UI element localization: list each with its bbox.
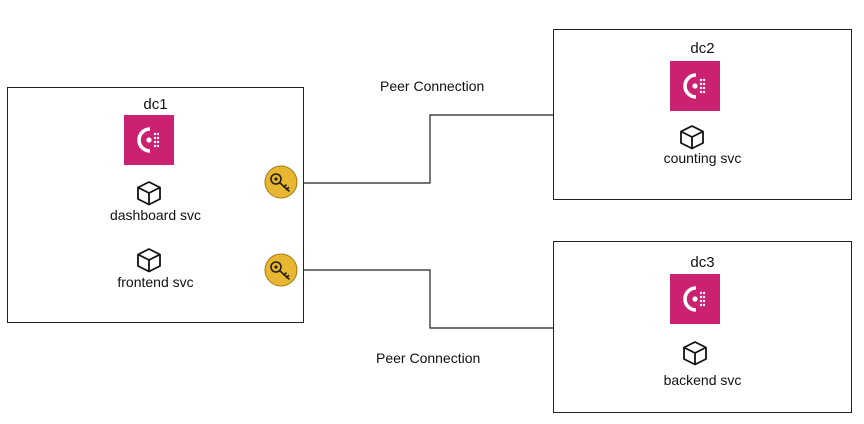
key-icon [264, 253, 298, 287]
consul-logo-icon [124, 115, 174, 165]
datacenter-dc1: dc1 dashboard svc frontend svc [7, 87, 304, 323]
datacenter-dc2: dc2 counting svc [553, 29, 852, 200]
service-label-backend: backend svc [663, 372, 742, 388]
key-icon [264, 165, 298, 199]
cube-icon [137, 181, 161, 206]
consul-logo-icon [670, 61, 720, 111]
cube-icon [680, 125, 704, 150]
service-label-frontend: frontend svc [117, 274, 194, 290]
datacenter-title: dc2 [690, 40, 715, 57]
consul-logo-icon [670, 274, 720, 324]
cube-icon [137, 248, 161, 273]
cube-icon [683, 341, 707, 366]
datacenter-title: dc1 [143, 96, 168, 113]
peer-connection-label-dc2: Peer Connection [380, 78, 485, 94]
service-label-dashboard: dashboard svc [109, 207, 202, 223]
peer-connection-label-dc3: Peer Connection [376, 350, 481, 366]
peer-connection-line-dc3 [300, 269, 553, 329]
service-label-counting: counting svc [663, 150, 742, 166]
peer-connection-line-dc2 [300, 114, 553, 184]
datacenter-dc3: dc3 backend svc [553, 241, 852, 413]
datacenter-title: dc3 [690, 254, 715, 271]
